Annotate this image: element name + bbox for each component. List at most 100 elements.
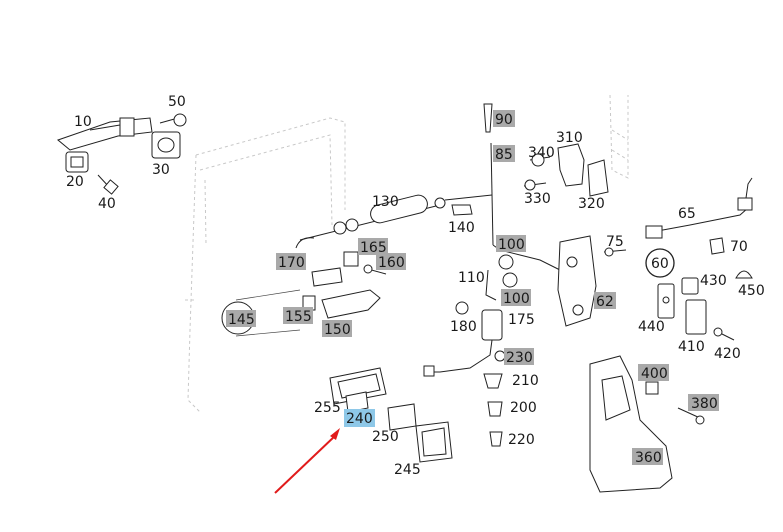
svg-text:20: 20	[66, 174, 84, 190]
bolts-340-330	[523, 153, 551, 191]
screw-180	[455, 301, 469, 315]
red-pointer-arrow	[274, 428, 340, 494]
svg-text:130: 130	[372, 194, 399, 210]
label-230[interactable]: 230	[504, 348, 534, 366]
pins-90-85	[483, 103, 494, 246]
label-155[interactable]: 155	[283, 307, 313, 325]
clip-170	[295, 237, 315, 249]
label-360[interactable]: 360	[632, 448, 663, 466]
label-50[interactable]: 50	[168, 94, 186, 110]
connector-165	[343, 251, 359, 267]
label-245[interactable]: 245	[394, 462, 421, 478]
label-145[interactable]: 145	[226, 310, 256, 328]
screw-75	[603, 247, 627, 257]
label-400[interactable]: 400	[638, 364, 669, 382]
label-30[interactable]: 30	[152, 162, 170, 178]
label-340[interactable]: 340	[528, 145, 555, 161]
label-110[interactable]: 110	[458, 270, 485, 286]
label-140[interactable]: 140	[448, 220, 475, 236]
label-330[interactable]: 330	[524, 191, 551, 207]
striker-310	[557, 143, 585, 187]
label-430[interactable]: 430	[700, 273, 727, 289]
svg-text:70: 70	[730, 239, 748, 255]
label-310[interactable]: 310	[556, 130, 583, 146]
label-240[interactable]: 240	[344, 409, 375, 427]
svg-text:150: 150	[324, 322, 351, 338]
svg-text:310: 310	[556, 130, 583, 146]
svg-text:165: 165	[360, 240, 387, 256]
svg-text:210: 210	[512, 373, 539, 389]
cap-210	[483, 373, 503, 389]
actuator-175	[423, 309, 503, 377]
label-420[interactable]: 420	[714, 346, 741, 362]
frame-255	[329, 367, 387, 405]
label-75[interactable]: 75	[606, 234, 624, 250]
svg-text:220: 220	[508, 432, 535, 448]
label-160[interactable]: 160	[376, 253, 406, 271]
cap-430	[681, 277, 699, 295]
svg-text:65: 65	[678, 206, 696, 222]
label-40[interactable]: 40	[98, 196, 116, 212]
svg-text:450: 450	[738, 283, 765, 299]
label-255[interactable]: 255	[314, 400, 341, 416]
screw-160	[363, 264, 387, 275]
svg-text:140: 140	[448, 220, 475, 236]
label-175[interactable]: 175	[508, 312, 535, 328]
gasket-30	[151, 131, 181, 159]
svg-text:75: 75	[606, 234, 624, 250]
plate-320	[587, 159, 609, 197]
lock-62	[557, 235, 597, 327]
door-outline	[185, 94, 629, 413]
svg-text:60: 60	[651, 256, 669, 272]
label-200[interactable]: 200	[510, 400, 537, 416]
label-85[interactable]: 85	[493, 145, 515, 163]
bracket-410	[685, 299, 707, 335]
label-70[interactable]: 70	[730, 239, 748, 255]
svg-text:380: 380	[691, 396, 718, 412]
label-62[interactable]: 62	[594, 292, 616, 310]
svg-text:62: 62	[596, 294, 614, 310]
svg-text:180: 180	[450, 319, 477, 335]
label-410[interactable]: 410	[678, 339, 705, 355]
svg-text:40: 40	[98, 196, 116, 212]
svg-text:430: 430	[700, 273, 727, 289]
svg-text:145: 145	[228, 312, 255, 328]
label-100a[interactable]: 100	[496, 235, 526, 253]
bracket-inner-handle	[311, 267, 343, 287]
label-165[interactable]: 165	[358, 238, 388, 256]
label-210[interactable]: 210	[512, 373, 539, 389]
svg-text:250: 250	[372, 429, 399, 445]
label-10[interactable]: 10	[74, 114, 92, 130]
label-320[interactable]: 320	[578, 196, 605, 212]
svg-text:155: 155	[285, 309, 312, 325]
label-150[interactable]: 150	[322, 320, 352, 338]
label-220[interactable]: 220	[508, 432, 535, 448]
label-440[interactable]: 440	[638, 319, 665, 335]
label-65[interactable]: 65	[678, 206, 696, 222]
switch-70	[709, 237, 725, 255]
svg-text:200: 200	[510, 400, 537, 416]
label-180[interactable]: 180	[450, 319, 477, 335]
svg-text:360: 360	[635, 450, 662, 466]
grommet-450	[735, 270, 753, 279]
cap-220	[489, 431, 503, 447]
label-250[interactable]: 250	[372, 429, 399, 445]
bracket-240	[345, 391, 369, 413]
svg-text:340: 340	[528, 145, 555, 161]
svg-text:175: 175	[508, 312, 535, 328]
svg-text:10: 10	[74, 114, 92, 130]
label-20[interactable]: 20	[66, 174, 84, 190]
label-380[interactable]: 380	[688, 394, 719, 412]
label-170[interactable]: 170	[276, 253, 306, 271]
label-60[interactable]: 60	[645, 248, 675, 278]
label-100b[interactable]: 100	[501, 289, 531, 307]
screw-380	[677, 407, 705, 425]
gasket-250	[387, 403, 417, 431]
svg-text:50: 50	[168, 94, 186, 110]
label-90[interactable]: 90	[493, 110, 515, 128]
svg-text:100: 100	[498, 237, 525, 253]
clip-400	[645, 381, 659, 395]
label-130[interactable]: 130	[372, 194, 399, 210]
label-450[interactable]: 450	[738, 283, 765, 299]
